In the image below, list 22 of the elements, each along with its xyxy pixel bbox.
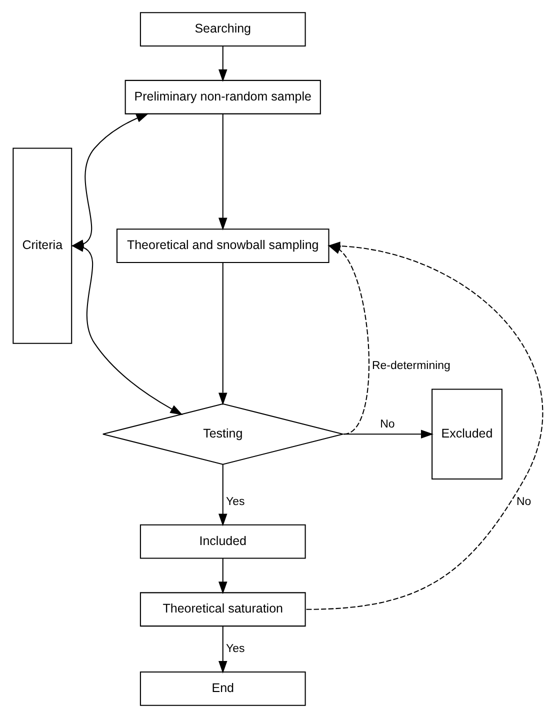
edge-label: Re-determining xyxy=(371,360,450,372)
node-box: End xyxy=(139,671,306,706)
edge-label: No xyxy=(516,496,531,508)
arrow xyxy=(70,243,182,416)
edge-label: No xyxy=(380,418,394,431)
node-box: Criteria xyxy=(12,148,72,344)
node-box: Excluded xyxy=(431,388,502,480)
arrow xyxy=(218,262,227,406)
arrow xyxy=(218,464,227,526)
arrow xyxy=(218,46,227,82)
arrow xyxy=(218,558,227,594)
arrow xyxy=(306,242,542,610)
node-box: Theoretical saturation xyxy=(139,592,306,627)
arrow xyxy=(342,430,433,438)
edge-label: Yes xyxy=(226,496,244,508)
node-box: Included xyxy=(139,524,306,559)
node-box: Theoretical and snowball sampling xyxy=(116,228,329,264)
node-box: Preliminary non-random sample xyxy=(124,80,320,114)
arrow xyxy=(218,114,227,230)
edge-label: Yes xyxy=(226,642,244,655)
node-box: Searching xyxy=(139,12,306,47)
arrow xyxy=(218,626,227,674)
